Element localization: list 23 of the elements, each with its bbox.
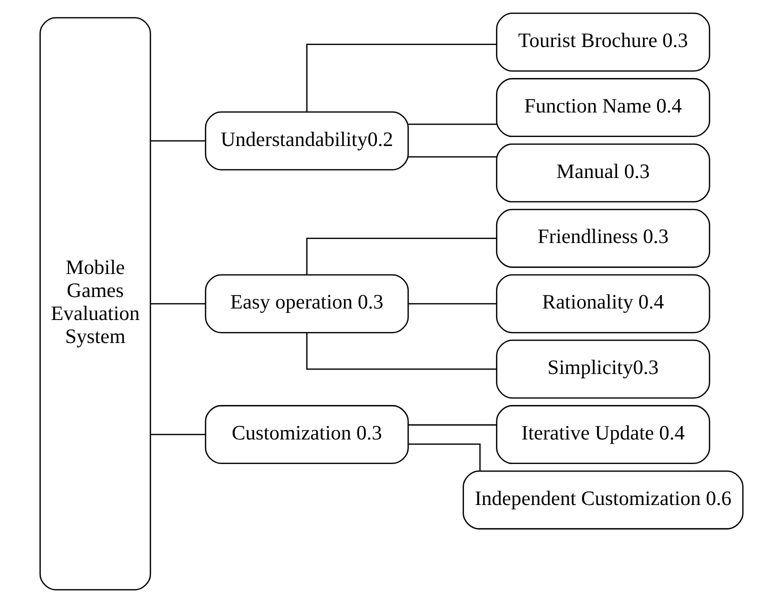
node-box: Understandability0.2	[204, 111, 408, 170]
node-box: Friendliness 0.3	[496, 208, 710, 268]
connector	[408, 444, 480, 472]
connector	[306, 332, 496, 370]
connector	[408, 303, 496, 304]
connector	[150, 434, 205, 436]
node-box: Function Name 0.4	[496, 78, 710, 138]
connector	[306, 238, 496, 275]
node-box: Customization 0.3	[204, 405, 408, 464]
node-box: Manual 0.3	[496, 143, 710, 202]
connector	[150, 303, 205, 304]
connector	[408, 156, 496, 158]
node-box: Tourist Brochure 0.3	[496, 12, 710, 72]
node-box: Iterative Update 0.4	[496, 405, 710, 464]
connector	[150, 140, 205, 142]
node-box: Mobile Games Evaluation System	[39, 17, 151, 590]
connector	[408, 424, 496, 426]
node-box: Independent Customization 0.6	[462, 470, 743, 530]
node-box: Easy operation 0.3	[204, 274, 408, 334]
node-box: Simplicity0.3	[496, 340, 710, 399]
node-box: Rationality 0.4	[496, 274, 710, 334]
connector	[408, 124, 496, 125]
connector	[306, 44, 496, 112]
